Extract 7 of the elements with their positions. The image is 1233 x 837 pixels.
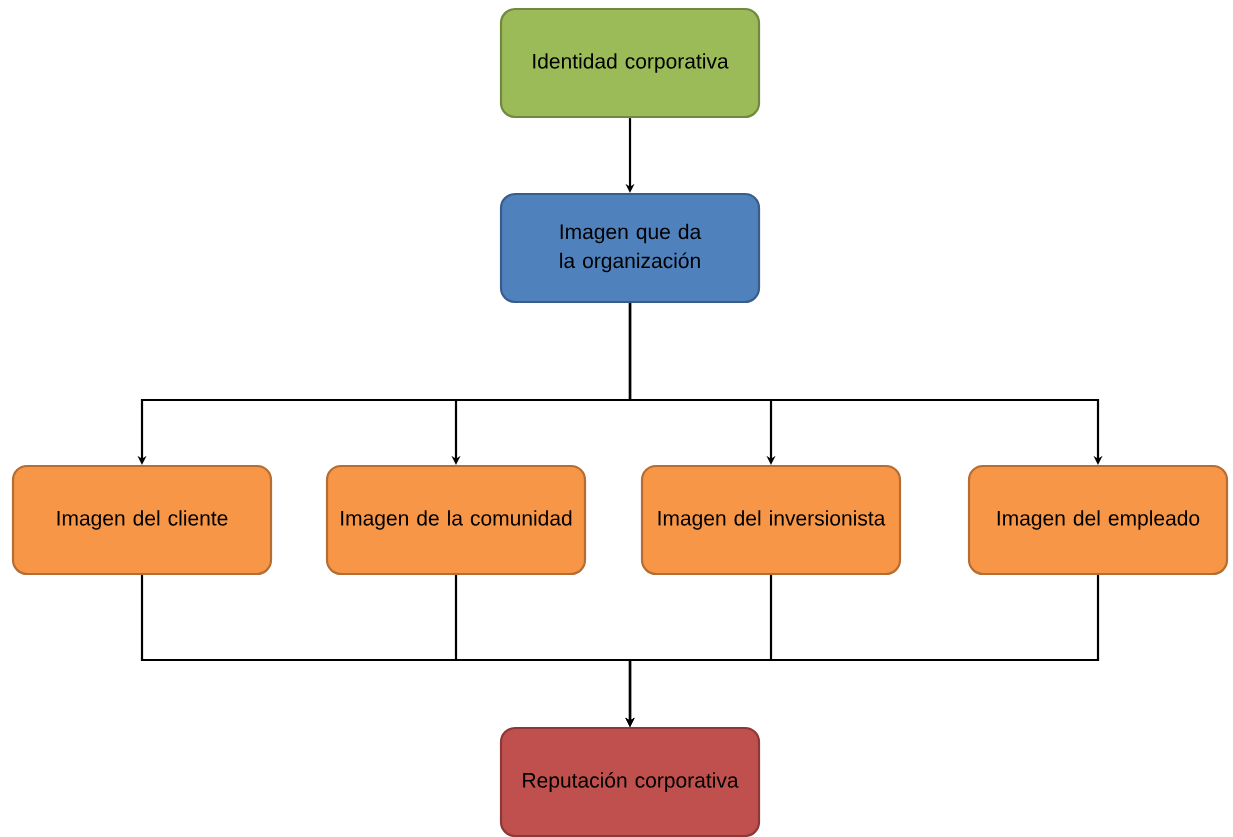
process-box: Imagen del cliente [11,464,273,576]
process-box: Imagen de la comunidad [325,464,587,576]
process-box: Identidad corporativa [499,7,761,119]
process-box: Imagen que da la organización [499,192,761,304]
process-box: Imagen del empleado [967,464,1229,576]
process-box: Imagen del inversionista [640,464,902,576]
process-box: Reputación corporativa [499,726,761,837]
